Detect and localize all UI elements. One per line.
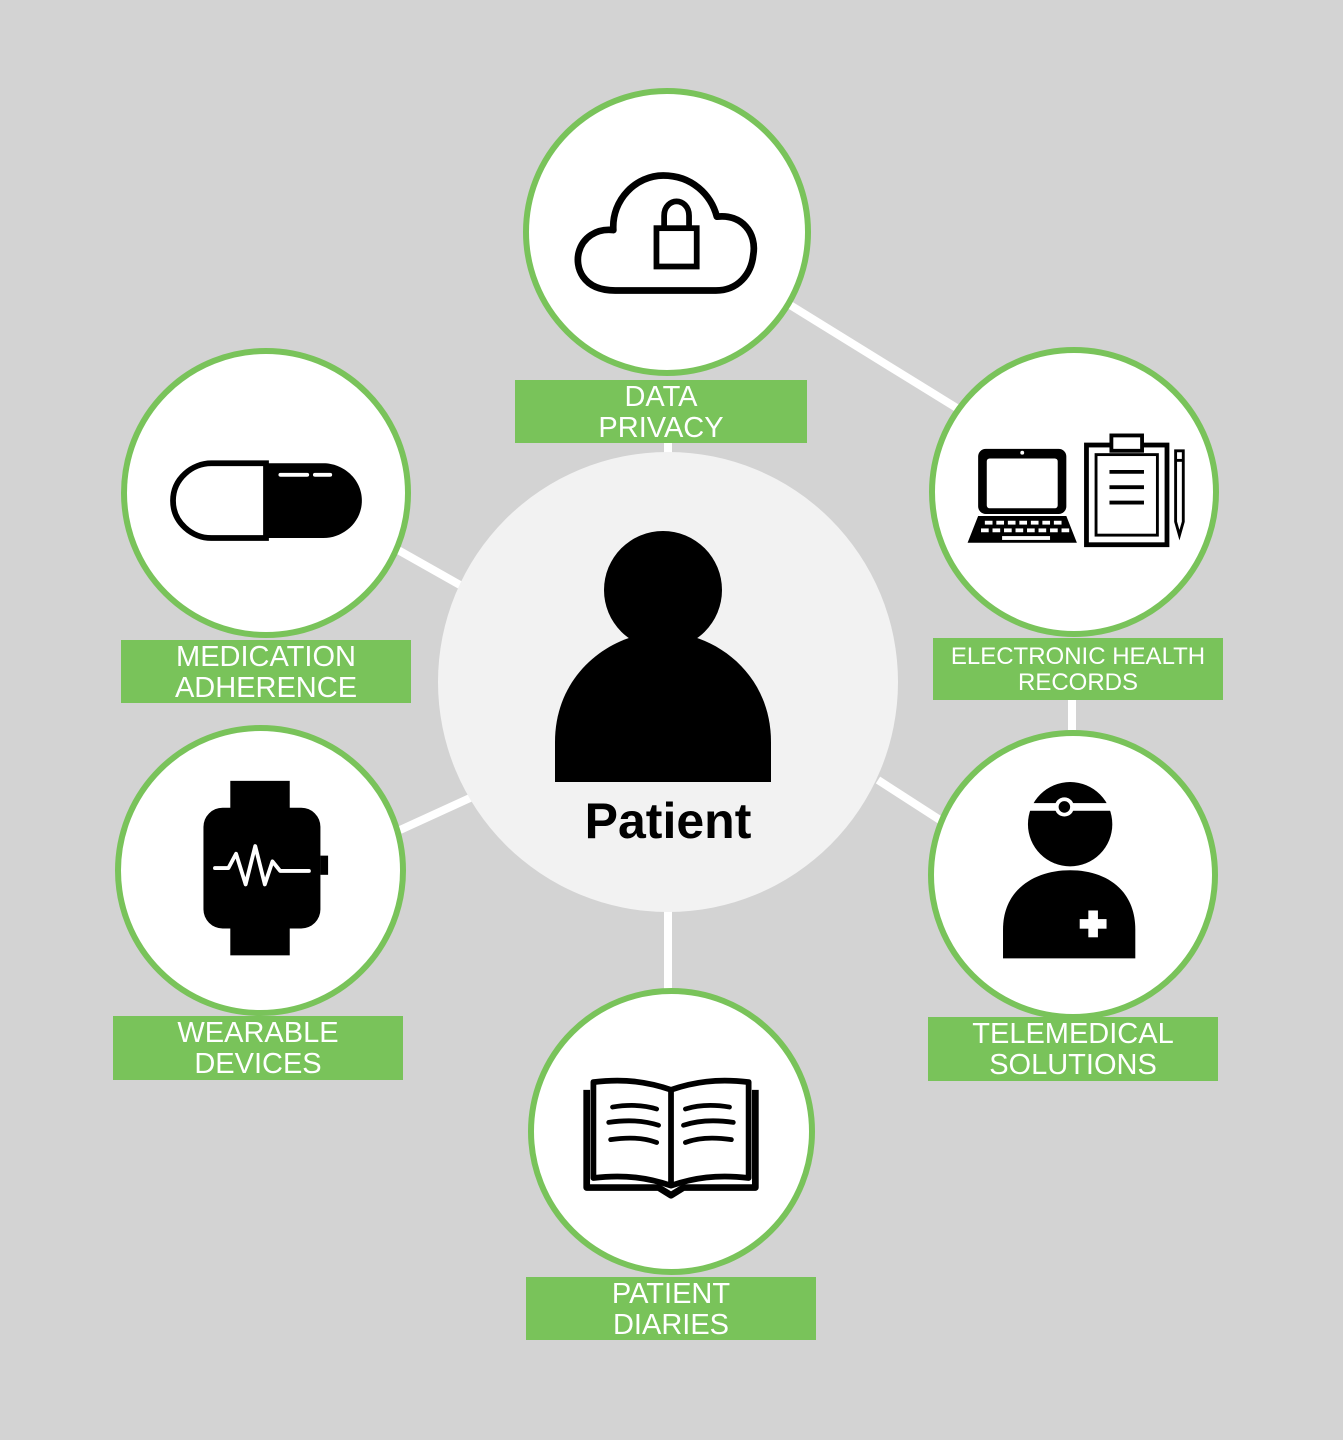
- node-medication-adherence: [121, 348, 411, 638]
- label-ehr-line2: RECORDS: [1017, 669, 1138, 696]
- label-wearable-devices: WEARABLE DEVICES: [113, 1016, 403, 1080]
- label-data-privacy-line2: PRIVACY: [598, 411, 724, 444]
- label-telemedical-line1: TELEMEDICAL: [972, 1018, 1174, 1050]
- node-data-privacy: [523, 88, 811, 376]
- connector-data-privacy-ehr: [787, 301, 963, 414]
- laptop-clipboard-icon: [967, 433, 1185, 548]
- node-electronic-health-records: [929, 347, 1219, 637]
- label-telemedical-line2: SOLUTIONS: [989, 1049, 1157, 1081]
- node-wearable-devices: [115, 725, 406, 1016]
- label-medication-adherence: MEDICATION ADHERENCE: [121, 640, 411, 703]
- patient-center-node: Patient: [438, 452, 898, 912]
- node-patient-diaries: [528, 988, 815, 1275]
- pill-capsule-icon: [170, 460, 362, 541]
- label-telemedical-solutions: TELEMEDICAL SOLUTIONS: [928, 1017, 1218, 1081]
- label-medication-line1: MEDICATION: [176, 640, 356, 673]
- label-wearable-line1: WEARABLE: [177, 1017, 339, 1049]
- cloud-lock-icon: [574, 172, 758, 294]
- label-ehr-line1: ELECTRONIC HEALTH: [950, 643, 1206, 670]
- smartwatch-icon: [203, 780, 329, 956]
- label-patient-diaries-line1: PATIENT: [611, 1277, 731, 1310]
- open-book-icon: [583, 1077, 759, 1199]
- label-patient-diaries-line2: DIARIES: [612, 1308, 730, 1341]
- doctor-icon: [1003, 782, 1136, 959]
- person-icon: [555, 531, 771, 782]
- label-electronic-health-records: ELECTRONIC HEALTH RECORDS: [933, 638, 1223, 700]
- label-wearable-line2: DEVICES: [194, 1048, 322, 1080]
- label-patient-diaries: PATIENT DIARIES: [526, 1277, 816, 1340]
- label-medication-line2: ADHERENCE: [174, 671, 358, 704]
- node-telemedical-solutions: [928, 730, 1218, 1020]
- connector-telemedical: [875, 776, 943, 824]
- patient-label: Patient: [584, 793, 752, 849]
- connector-wearable-devices: [398, 794, 472, 834]
- connector-medication-adherence: [396, 546, 462, 589]
- label-data-privacy-line1: DATA: [624, 380, 698, 413]
- label-data-privacy: DATA PRIVACY: [515, 380, 807, 443]
